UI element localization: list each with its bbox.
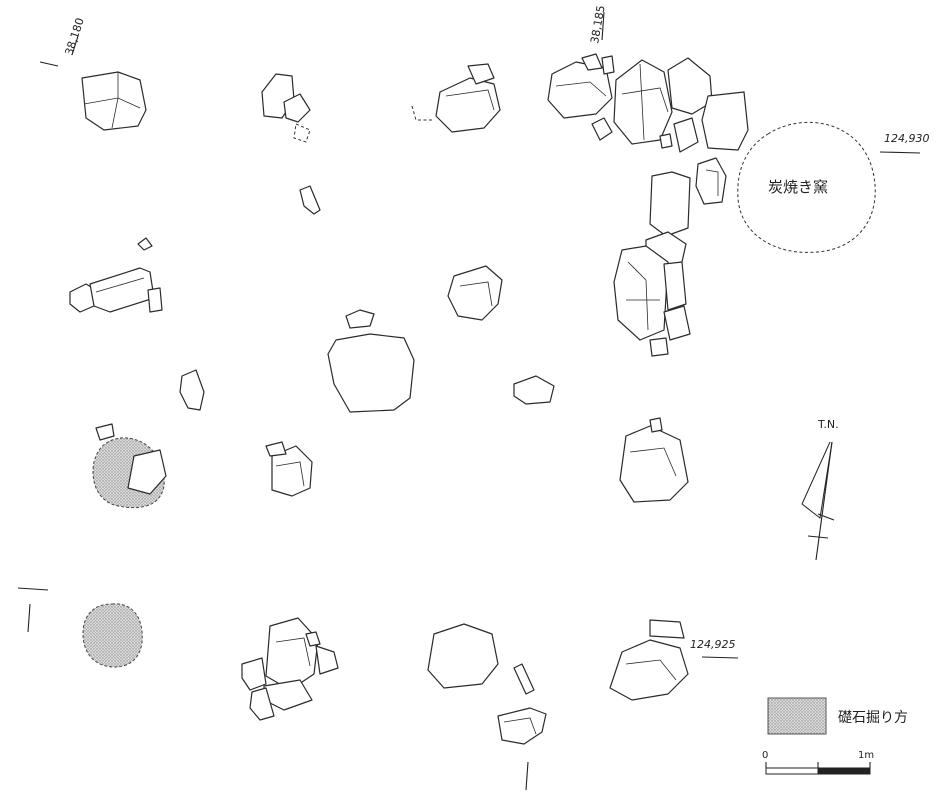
north-label: T.N. (817, 418, 839, 431)
coord-marker-bottom (525, 761, 529, 791)
stone-cluster-15 (609, 619, 689, 701)
foundation-pit-1 (92, 423, 167, 509)
legend-swatch (767, 697, 827, 735)
stone-small-3 (179, 369, 205, 411)
stone-cluster-13 (241, 617, 339, 721)
stone-small-2 (137, 237, 153, 251)
foundation-pit-2 (82, 603, 143, 668)
stone-small-4 (513, 375, 555, 405)
scale-end: 1m (858, 750, 874, 761)
stone-cluster-9 (447, 265, 503, 321)
stone-cluster-7 (69, 267, 163, 313)
coord-label-124925: 124,925 (690, 638, 736, 651)
stone-cluster-5 (613, 57, 749, 153)
kiln-label: 炭焼き窯 (768, 178, 828, 196)
coord-marker-top-left: 38,180 (39, 16, 87, 67)
north-arrow: T.N. (801, 418, 839, 561)
coord-marker-bottom-left (17, 587, 49, 633)
coord-marker-top-right: 38,185 (588, 4, 607, 44)
stone-cluster-10 (327, 309, 415, 413)
legend: 礎石掘り方 (767, 697, 908, 735)
stone-small-1 (299, 185, 321, 215)
stone-cluster-4 (547, 53, 615, 141)
stone-cluster-2 (261, 73, 311, 143)
coord-marker-right-upper: 124,930 (879, 132, 930, 154)
coord-label-38180: 38,180 (62, 16, 86, 57)
stone-cluster-8 (613, 171, 691, 357)
stone-cluster-14 (427, 623, 547, 745)
coord-label-124930: 124,930 (884, 132, 930, 145)
charcoal-kiln: 炭焼き窯 (737, 121, 876, 253)
stone-cluster-11 (265, 441, 313, 497)
legend-label: 礎石掘り方 (838, 710, 908, 726)
stone-cluster-12 (619, 417, 689, 503)
stone-cluster-6 (695, 157, 727, 205)
coord-label-38185: 38,185 (588, 4, 607, 44)
stone-cluster-3 (411, 63, 501, 133)
scale-bar: 0 1m (762, 750, 874, 775)
coord-marker-right-lower: 124,925 (690, 638, 739, 659)
stone-cluster-1 (81, 71, 147, 131)
scale-start: 0 (762, 750, 768, 761)
